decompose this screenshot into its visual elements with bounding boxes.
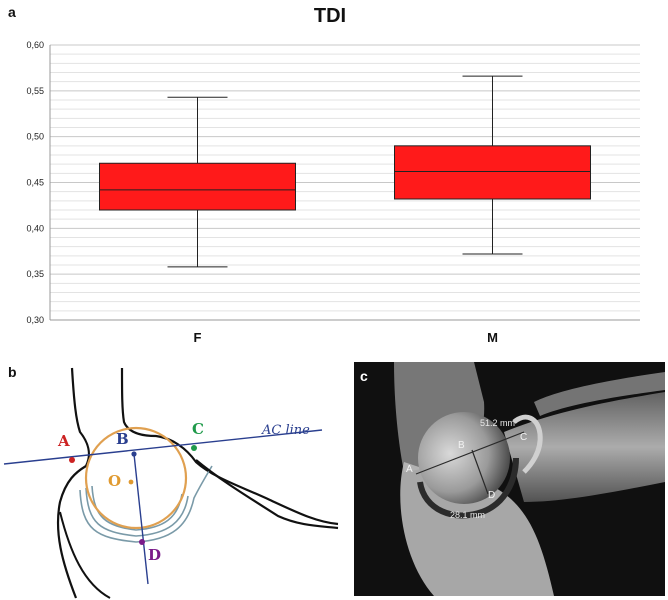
- elbow-xray: A B C D 51.2 mm 28.1 mm: [354, 362, 665, 596]
- xray-label-c: C: [520, 432, 527, 443]
- box-f: F: [99, 96, 296, 345]
- point-c-marker: [191, 445, 197, 451]
- trochlear-groove-inner: [91, 485, 183, 531]
- xray-radius: [534, 372, 665, 416]
- y-tick-label: 0,35: [26, 269, 44, 279]
- xray-forearm: [504, 392, 665, 502]
- trochlear-groove-outer: [79, 465, 213, 543]
- xray-measure-ac: 51.2 mm: [480, 418, 515, 428]
- chart-axes: 0,30 0,35 0,40 0,45 0,50 0,55 0,60: [26, 40, 640, 325]
- point-a-marker: [69, 457, 75, 463]
- xray-label-a: A: [406, 464, 413, 475]
- y-tick-label: 0,30: [26, 315, 44, 325]
- box-iqr: [99, 162, 296, 211]
- label-point-d: D: [148, 546, 161, 564]
- xray-ac-line: [415, 431, 525, 475]
- point-d-marker: [139, 539, 145, 545]
- y-tick-label: 0,50: [26, 132, 44, 142]
- xray-joint-space: [417, 457, 519, 519]
- box-iqr: [394, 145, 591, 200]
- label-point-o: O: [108, 472, 121, 490]
- panel-label-c: c: [360, 368, 368, 384]
- humerus-outline-left: [56, 367, 90, 599]
- point-o-marker: [128, 479, 134, 485]
- label-point-b: B: [116, 430, 129, 448]
- x-category-label: F: [194, 330, 202, 345]
- trochlea-circle: [84, 426, 188, 530]
- ulna-outline: [195, 459, 339, 530]
- point-b-marker: [131, 451, 137, 457]
- xray-bd-line: [471, 449, 489, 495]
- elbow-schematic: A B C O D AC line: [3, 367, 339, 599]
- xray-label-d: D: [488, 490, 495, 501]
- y-tick-label: 0,40: [26, 223, 44, 233]
- label-ac-line: AC line: [261, 423, 310, 438]
- panel-label-a: a: [8, 4, 16, 20]
- y-tick-label: 0,45: [26, 178, 44, 188]
- trochlear-groove-middle: [85, 487, 189, 537]
- x-category-label: M: [487, 330, 498, 345]
- xray-measure-bd: 28.1 mm: [450, 510, 485, 520]
- bd-line: [133, 453, 149, 585]
- label-point-c: C: [192, 420, 204, 438]
- xray-label-b: B: [458, 440, 465, 451]
- box-m: M: [394, 75, 591, 345]
- xray-trochlea: [418, 412, 510, 504]
- y-tick-label: 0,60: [26, 40, 44, 50]
- label-point-a: A: [57, 432, 70, 450]
- y-tick-label: 0,55: [26, 86, 44, 96]
- olecranon-outline: [59, 511, 111, 599]
- chart-title: TDI: [314, 5, 346, 27]
- ac-line: [3, 429, 323, 465]
- panel-label-b: b: [8, 364, 17, 380]
- xray-coronoid: [512, 414, 543, 474]
- humerus-outline-right: [120, 367, 339, 526]
